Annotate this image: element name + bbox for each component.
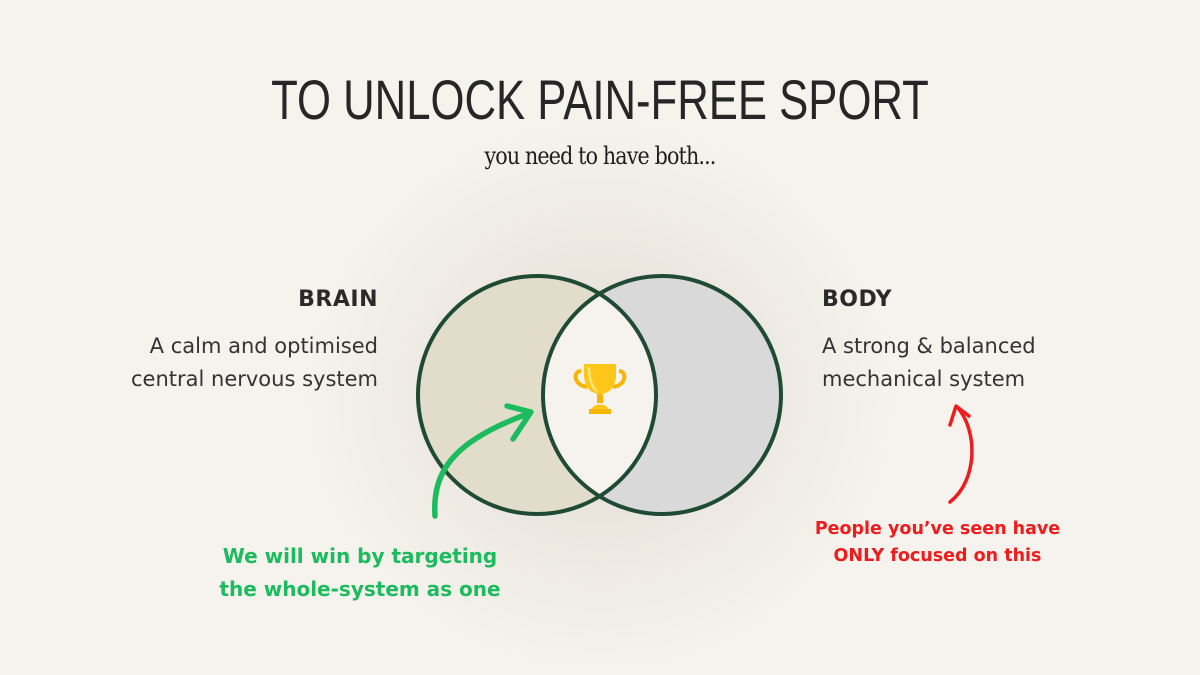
green-annotation: We will win by targeting the whole-syste… — [200, 540, 520, 606]
body-description: A strong & balanced mechanical system — [822, 330, 1036, 396]
green-arrow-shaft — [432, 410, 533, 519]
body-description-line1: A strong & balanced — [822, 334, 1036, 358]
red-arrow-head — [948, 404, 971, 427]
body-heading: BODY — [822, 287, 893, 312]
body-description-line2: mechanical system — [822, 367, 1026, 391]
body-circle-outline — [541, 274, 783, 516]
page-subtitle: you need to have both... — [484, 142, 716, 170]
green-annotation-line1: We will win by targeting — [222, 544, 498, 568]
green-arrow — [432, 403, 534, 519]
red-annotation: People you’ve seen have ONLY focused on … — [800, 516, 1075, 570]
green-annotation-line2: the whole-system as one — [219, 577, 501, 601]
brain-description-line1: A calm and optimised — [149, 334, 378, 358]
red-arrow — [948, 404, 974, 504]
trophy-icon — [573, 364, 627, 414]
brain-description: A calm and optimised central nervous sys… — [131, 330, 378, 396]
page-title: TO UNLOCK PAIN-FREE SPORT — [271, 68, 929, 131]
brain-heading: BRAIN — [298, 287, 378, 312]
red-arrow-shaft — [948, 405, 974, 504]
brain-circle-outline — [416, 274, 658, 516]
intersection-region — [543, 276, 656, 514]
brain-description-line2: central nervous system — [130, 367, 378, 391]
red-annotation-line2: ONLY focused on this — [833, 546, 1042, 566]
green-arrow-head — [504, 403, 534, 442]
red-annotation-line1: People you’ve seen have — [814, 519, 1061, 539]
